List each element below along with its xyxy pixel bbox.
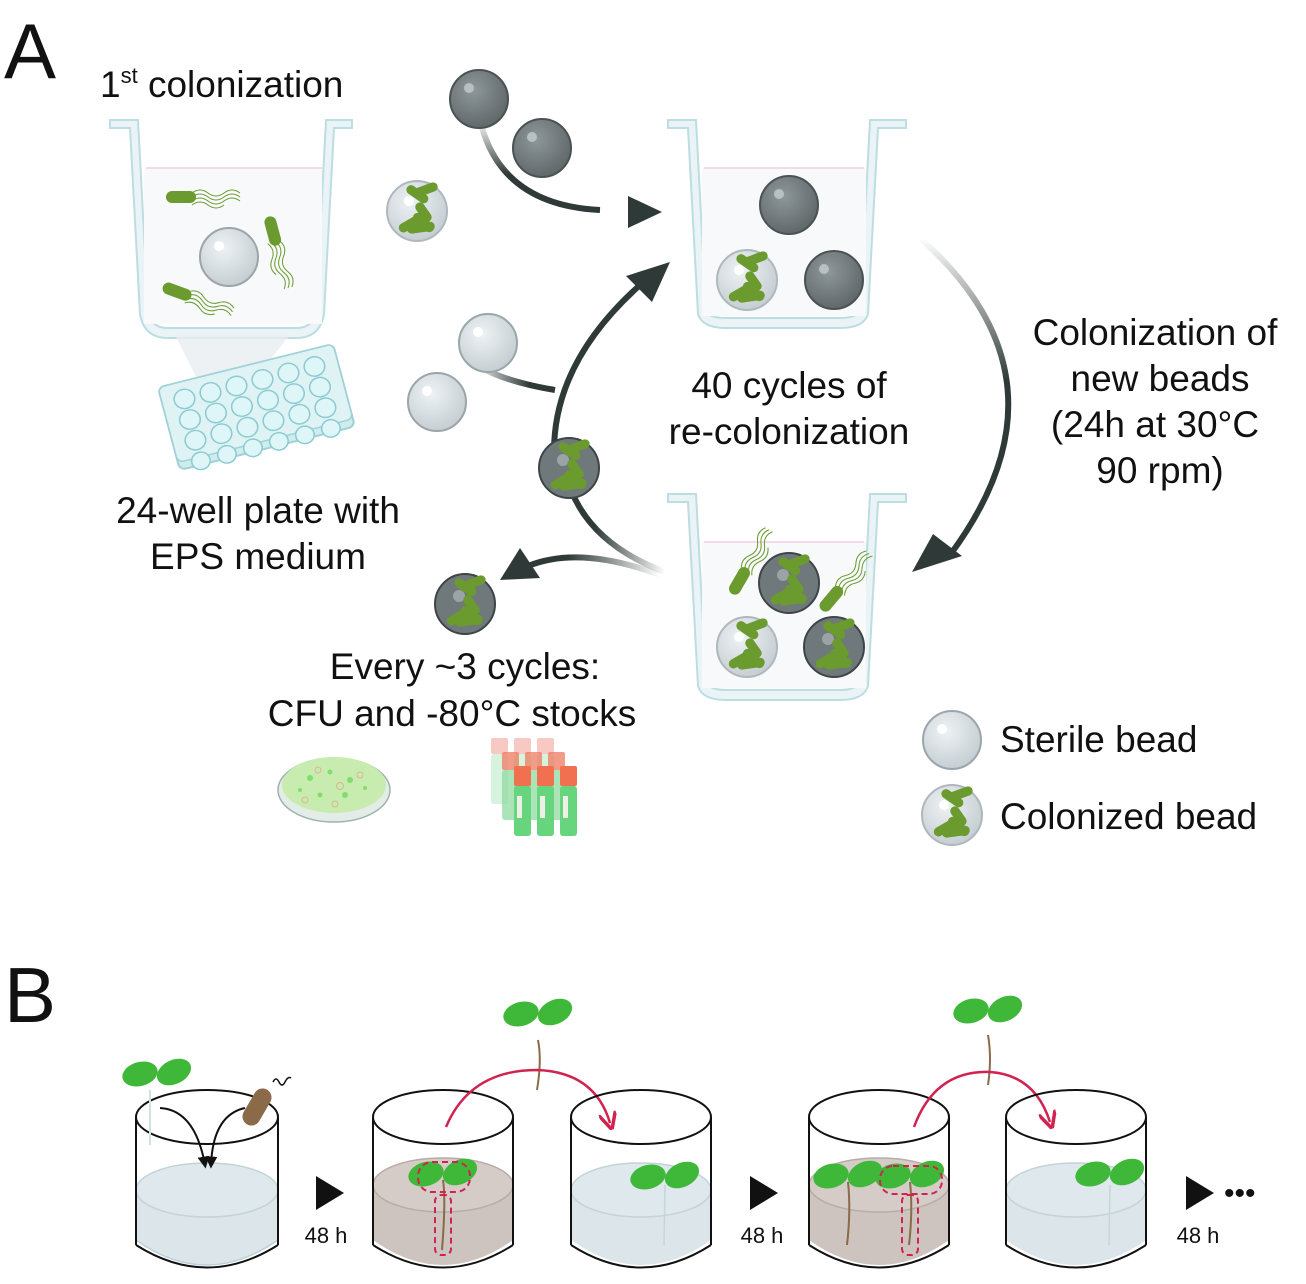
arrowhead-icon [500,548,540,580]
24-well-plate-icon [158,344,355,471]
colonized-jar-1 [372,1089,514,1269]
colonized-bead-icon [387,181,447,241]
colonization-label-line2: new beads [1071,358,1250,399]
colonized-bead-icon [539,438,599,498]
new-bead-icon [759,175,819,235]
sampling-label-line2: CFU and -80°C stocks [268,693,636,734]
arrowhead-icon [626,262,670,302]
new-bead-icon [449,69,509,129]
arrowhead-icon [912,534,962,572]
time-label-1: 48 h [305,1223,348,1248]
panel-a-letter: A [4,7,56,95]
plate-label-line2: EPS medium [150,536,366,577]
time-step-arrow-icon [316,1176,344,1210]
seedling-transfer-arrow [444,1068,610,1127]
panel-b-letter: B [4,951,56,1039]
first-colonization-well [109,119,353,339]
sterile-bead-icon [922,710,982,770]
colonization-label-line4: 90 rpm) [1096,450,1223,491]
colonized-bead-icon [922,785,982,845]
legend: Sterile bead Colonized bead [922,710,1257,845]
sterile-bead-icon [407,372,467,432]
petri-dish-icon [277,757,391,823]
fresh-jar-2 [1005,1089,1149,1269]
plate-label-line1: 24-well plate with [116,490,400,531]
recolonization-well-top [667,119,907,329]
colonized-bead-icon [759,553,819,613]
sampling-arrow [526,554,662,578]
colonization-label-line3: (24h at 30°C [1051,404,1259,445]
colonized-bead-icon [717,617,777,677]
new-beads-arrow [477,119,601,213]
seedling-icon [119,1053,196,1091]
time-label-2: 48 h [741,1223,784,1248]
cycles-label-line2: re-colonization [669,411,910,452]
recolonization-well-bottom [667,493,907,701]
first-colonization-title: 1st colonization [100,63,343,105]
colonized-jar-2 [808,1089,950,1269]
seedling-transfer-arrow [912,1070,1050,1127]
time-step-arrow-icon [1186,1176,1214,1210]
sterile-bead-icon [458,313,518,373]
colonization-cycle-arrow [918,235,1012,557]
legend-colonized-label: Colonized bead [1000,796,1257,837]
legend-sterile-label: Sterile bead [1000,719,1197,760]
time-label-3: 48 h [1177,1223,1220,1248]
colonized-bead-icon [717,250,777,310]
sampling-label-line1: Every ~3 cycles: [330,646,600,687]
colonization-label-line1: Colonization of [1033,312,1278,353]
bacterium-icon [242,1088,272,1126]
transferred-root [987,1034,991,1086]
time-step-arrow-icon [750,1176,778,1210]
colonized-bead-icon [804,617,864,677]
fresh-jar-1 [570,1089,712,1269]
cryo-stock-tubes-icon [491,738,577,836]
continuation-ellipsis: ••• [1224,1177,1256,1210]
cycles-label-line1: 40 cycles of [691,365,887,406]
new-bead-icon [804,250,864,310]
seedling-icon [950,990,1027,1028]
transferred-root [536,1039,541,1091]
arrowhead-icon [628,196,662,228]
inoculation-jar [119,1053,292,1269]
seedling-icon [500,993,577,1031]
colonized-bead-icon [435,574,495,634]
zoom-projection [175,335,290,385]
new-bead-icon [512,118,572,178]
